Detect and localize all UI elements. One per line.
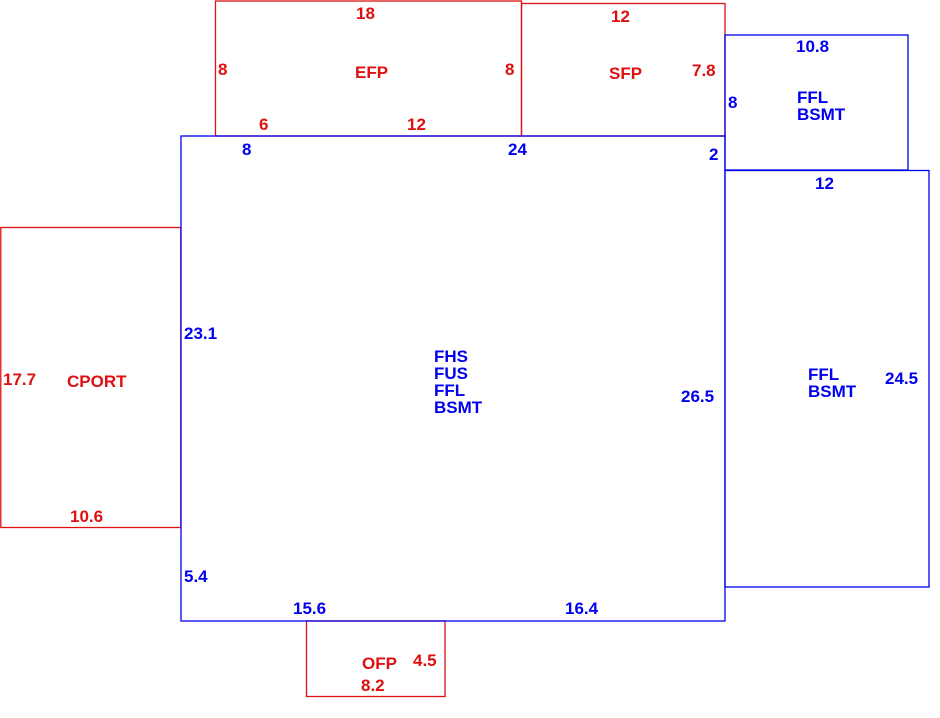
dimension-label: 12 — [611, 7, 630, 26]
main-area-code: FUS — [434, 364, 468, 383]
dimension-label: 10.8 — [796, 37, 829, 56]
dimension-label: 16.4 — [565, 599, 599, 618]
dimension-label: 18 — [356, 4, 375, 23]
cport-label: CPORT — [67, 372, 127, 391]
sfp-label: SFP — [609, 64, 642, 83]
ne-wing-area-code: BSMT — [797, 105, 846, 124]
ofp-label: OFP — [362, 654, 397, 673]
dimension-label: 12 — [407, 115, 426, 134]
main-area-code: FFL — [434, 381, 465, 400]
dimension-label: 24 — [508, 140, 527, 159]
dimension-label: 2 — [709, 145, 718, 164]
dimension-label: 6 — [259, 115, 268, 134]
dimension-label: 15.6 — [293, 599, 326, 618]
main-area-code: BSMT — [434, 398, 483, 417]
dimension-label: 12 — [815, 174, 834, 193]
ne-wing-area-code: FFL — [797, 88, 828, 107]
efp-label: EFP — [355, 63, 388, 82]
dimension-label: 8 — [728, 93, 737, 112]
dimension-label: 24.5 — [885, 369, 918, 388]
dimension-label: 26.5 — [681, 387, 714, 406]
main-area-code: FHS — [434, 347, 468, 366]
dimension-label: 8.2 — [361, 676, 385, 695]
dimension-label: 8 — [505, 60, 514, 79]
east-wing-area-code: BSMT — [808, 382, 857, 401]
dimension-label: 8 — [242, 140, 251, 159]
dimension-label: 8 — [218, 60, 227, 79]
dimension-label: 7.8 — [692, 61, 716, 80]
dimension-label: 23.1 — [184, 324, 217, 343]
east-wing-outline — [724, 169, 930, 588]
east-wing-area-code: FFL — [808, 365, 839, 384]
dimension-label: 17.7 — [3, 370, 36, 389]
dimension-label: 10.6 — [70, 507, 103, 526]
dimension-label: 5.4 — [184, 567, 208, 586]
dimension-label: 4.5 — [413, 651, 437, 670]
